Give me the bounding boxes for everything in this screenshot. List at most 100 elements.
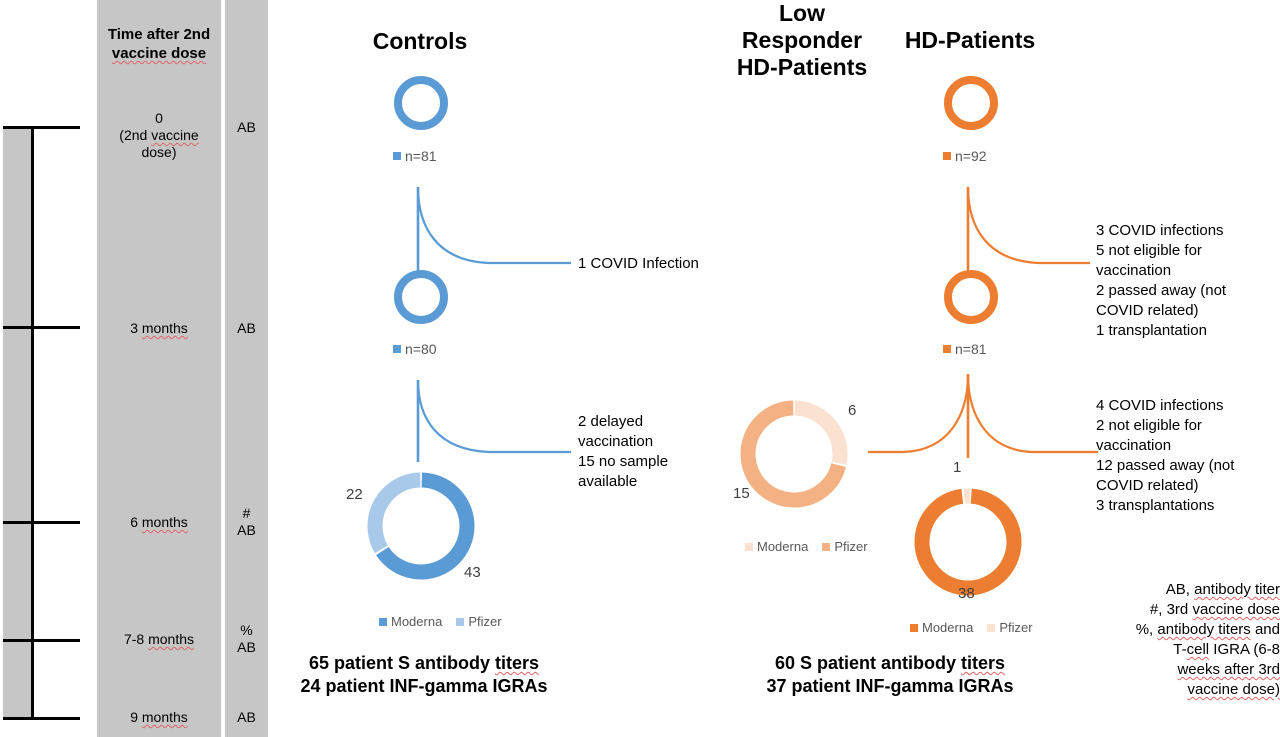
hd-cohort-mid-donut bbox=[944, 270, 998, 324]
controls-cohort-mid-legend: n=80 bbox=[393, 341, 437, 357]
hd-legend-moderna: Moderna bbox=[910, 620, 973, 635]
low-responder-vaccine-legend: Moderna Pfizer bbox=[745, 539, 877, 554]
axis-tick-0 bbox=[3, 126, 80, 129]
time-column-header-line1: Time after 2nd bbox=[107, 26, 211, 43]
low-responder-legend-pfizer: Pfizer bbox=[822, 539, 868, 554]
controls-summary-line1: 65 patient S antibody titers bbox=[308, 653, 540, 673]
footnote-line5: weeks after 3rd bbox=[1177, 661, 1280, 678]
legend-swatch-moderna-icon bbox=[745, 542, 753, 551]
controls-title: Controls bbox=[372, 28, 468, 54]
footnote-line4: T-cell IGRA (6-8 bbox=[1173, 641, 1280, 658]
assay-label-6mo-line1: # bbox=[242, 505, 251, 521]
legend-swatch-blue-icon bbox=[393, 152, 401, 160]
controls-legend-pfizer: Pfizer bbox=[456, 614, 502, 629]
time-label-0-line1: 0 bbox=[155, 110, 163, 126]
assay-label-78mo: % AB bbox=[225, 622, 268, 656]
controls-cohort-top-donut bbox=[394, 76, 448, 130]
controls-dropout-note-2-line1: 2 delayed bbox=[578, 413, 644, 430]
legend-swatch-pfizer-icon bbox=[456, 617, 465, 626]
hd-cohort-top-donut bbox=[944, 76, 998, 130]
hd-cohort-mid-label: n=81 bbox=[955, 341, 987, 357]
controls-slice-pfizer bbox=[367, 472, 475, 580]
assay-column-panel bbox=[225, 0, 268, 737]
controls-summary: 65 patient S antibody titers 24 patient … bbox=[274, 652, 574, 698]
controls-cohort-mid-label: n=80 bbox=[405, 341, 437, 357]
footnote-line1: AB, antibody titer bbox=[1165, 581, 1280, 598]
controls-dropout-note-1: 1 COVID Infection bbox=[578, 255, 699, 272]
axis-vertical-line bbox=[31, 127, 34, 720]
hd-patients-title: HD-Patients bbox=[904, 27, 1036, 53]
hd-slice-moderna bbox=[914, 488, 1022, 596]
time-label-6mo: 6 months bbox=[130, 514, 188, 530]
legend-swatch-moderna-icon bbox=[910, 623, 918, 632]
footnote-legend: AB, antibody titer #, 3rd vaccine dose %… bbox=[1040, 580, 1280, 700]
controls-dropout-note-2: 2 delayed vaccination 15 no sample avail… bbox=[578, 412, 668, 492]
time-column-panel bbox=[97, 0, 221, 737]
footnote-line3: %, antibody titers and bbox=[1135, 621, 1280, 638]
controls-vaccine-legend: Moderna Pfizer bbox=[379, 614, 511, 629]
controls-cohort-top-label: n=81 bbox=[405, 148, 437, 164]
controls-dropout-note-2-line2: vaccination bbox=[578, 433, 654, 450]
controls-dropout-note-2-line3: 15 no sample bbox=[578, 453, 669, 470]
low-responder-legend-moderna-label: Moderna bbox=[757, 539, 809, 554]
controls-legend-moderna: Moderna bbox=[379, 614, 442, 629]
time-label-78mo: 7-8 months bbox=[123, 631, 195, 647]
hd-dropout-note-1-line1: 3 COVID infections bbox=[1096, 222, 1224, 239]
low-responder-moderna-value: 6 bbox=[848, 402, 857, 419]
time-label-9mo: 9 months bbox=[130, 709, 188, 725]
hd-legend-pfizer: Pfizer bbox=[987, 620, 1033, 635]
axis-tick-6mo bbox=[3, 521, 80, 524]
low-responder-title-line1: Low bbox=[779, 0, 825, 26]
hd-dropout-note-2: 4 COVID infections 2 not eligible for va… bbox=[1096, 396, 1234, 516]
low-responder-legend-moderna: Moderna bbox=[745, 539, 808, 554]
axis-tick-9mo bbox=[3, 717, 80, 720]
controls-pfizer-value: 22 bbox=[346, 486, 363, 503]
time-label-0: 0 (2nd vaccine dose) bbox=[97, 110, 221, 161]
assay-label-3mo: AB bbox=[237, 320, 256, 336]
controls-moderna-value: 43 bbox=[464, 564, 481, 581]
hd-dropout-note-2-line4: 12 passed away (not bbox=[1096, 457, 1235, 474]
hd-dropout-note-1-line2: 5 not eligible for bbox=[1096, 242, 1202, 259]
hd-legend-moderna-label: Moderna bbox=[922, 620, 974, 635]
hd-dropout-note-2-line6: 3 transplantations bbox=[1096, 497, 1215, 514]
time-label-3mo: 3 months bbox=[130, 320, 188, 336]
controls-legend-moderna-label: Moderna bbox=[391, 614, 443, 629]
legend-swatch-blue-icon bbox=[393, 345, 401, 353]
legend-swatch-moderna-icon bbox=[379, 617, 387, 626]
time-column-header: Time after 2nd vaccine dose bbox=[97, 25, 221, 63]
low-responder-title-line3: HD-Patients bbox=[736, 54, 868, 80]
assay-label-78mo-line2: AB bbox=[237, 639, 256, 655]
legend-swatch-pfizer-icon bbox=[987, 623, 996, 632]
time-label-0-line2: (2nd vaccine bbox=[119, 127, 199, 143]
low-responder-title: Low Responder HD-Patients bbox=[712, 0, 892, 81]
assay-label-78mo-line1: % bbox=[240, 622, 253, 638]
controls-slice-moderna bbox=[367, 472, 475, 580]
hd-cohort-top-label: n=92 bbox=[955, 148, 987, 164]
hd-vaccine-legend: Moderna Pfizer bbox=[910, 620, 1042, 635]
footnote-line2: #, 3rd vaccine dose bbox=[1149, 601, 1280, 618]
low-responder-vaccine-donut bbox=[740, 400, 848, 508]
hd-moderna-value: 38 bbox=[958, 585, 975, 602]
controls-vaccine-donut bbox=[367, 472, 475, 580]
footnote-line6: vaccine dose) bbox=[1187, 681, 1280, 698]
axis-tick-78mo bbox=[3, 639, 80, 642]
hd-summary: 60 S patient antibody titers 37 patient … bbox=[720, 652, 1060, 698]
hd-dropout-note-2-line3: vaccination bbox=[1096, 437, 1172, 454]
hd-cohort-top-legend: n=92 bbox=[943, 148, 987, 164]
hd-dropout-note-1-line4: 2 passed away (not bbox=[1096, 282, 1227, 299]
hd-dropout-note-2-line2: 2 not eligible for bbox=[1096, 417, 1202, 434]
controls-cohort-top-legend: n=81 bbox=[393, 148, 437, 164]
low-responder-pfizer-value: 15 bbox=[733, 485, 750, 502]
legend-swatch-orange-icon bbox=[943, 152, 951, 160]
controls-cohort-mid-donut bbox=[394, 270, 448, 324]
low-responder-title-line2: Responder bbox=[741, 27, 863, 53]
hd-dropout-note-1-line6: 1 transplantation bbox=[1096, 322, 1207, 339]
assay-label-0: AB bbox=[237, 119, 256, 135]
time-column-header-line2: vaccine dose bbox=[111, 45, 207, 62]
assay-label-6mo-line2: AB bbox=[237, 522, 256, 538]
controls-legend-pfizer-label: Pfizer bbox=[468, 614, 502, 629]
hd-dropout-note-2-line1: 4 COVID infections bbox=[1096, 397, 1224, 414]
hd-dropout-note-1-line3: vaccination bbox=[1096, 262, 1172, 279]
hd-dropout-note-1-line5: COVID related) bbox=[1096, 302, 1199, 319]
